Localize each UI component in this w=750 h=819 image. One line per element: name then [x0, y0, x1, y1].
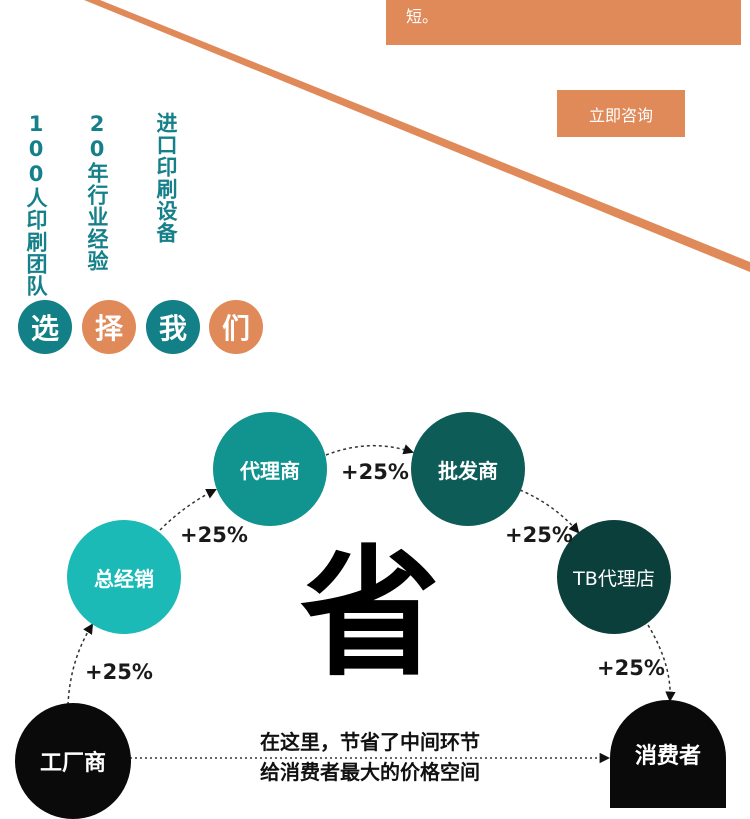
node-tb-agent: TB代理店	[557, 520, 671, 634]
caption-line-2: 给消费者最大的价格空间	[260, 760, 480, 784]
choose-badge-4: 们	[209, 300, 263, 354]
node-general-distributor: 总经销	[67, 520, 181, 634]
save-character: 省	[300, 533, 441, 696]
choose-badge-1: 选	[18, 300, 72, 354]
markup-label-4: +25%	[505, 523, 573, 547]
feature-team: 100人印刷团队	[24, 112, 48, 297]
arrow-factory-general	[67, 623, 94, 706]
choose-badge-2: 择	[82, 300, 136, 354]
markup-label-2: +25%	[180, 523, 248, 547]
consult-button[interactable]: 立即咨询	[557, 90, 685, 137]
node-agent: 代理商	[213, 412, 327, 526]
node-factory: 工厂商	[15, 703, 131, 819]
caption: 在这里，节省了中间环节 给消费者最大的价格空间	[220, 727, 520, 787]
caption-line-1: 在这里，节省了中间环节	[260, 730, 480, 754]
markup-label-1: +25%	[85, 660, 153, 684]
markup-label-3: +25%	[341, 460, 409, 484]
choose-badge-3: 我	[146, 300, 200, 354]
arrow-general-agent	[159, 489, 217, 531]
feature-equipment: 进口印刷设备	[154, 112, 178, 244]
markup-label-5: +25%	[597, 656, 665, 680]
feature-experience: 20年行业经验	[85, 112, 109, 272]
arrow-wholesaler-tb	[519, 489, 580, 534]
node-consumer: 消费者	[610, 700, 726, 808]
arrow-tb-consumer	[647, 624, 676, 703]
top-box-text: 短。	[406, 7, 439, 26]
arrow-agent-wholesaler	[325, 444, 414, 456]
top-info-box: 短。	[386, 0, 741, 45]
node-wholesaler: 批发商	[411, 412, 525, 526]
